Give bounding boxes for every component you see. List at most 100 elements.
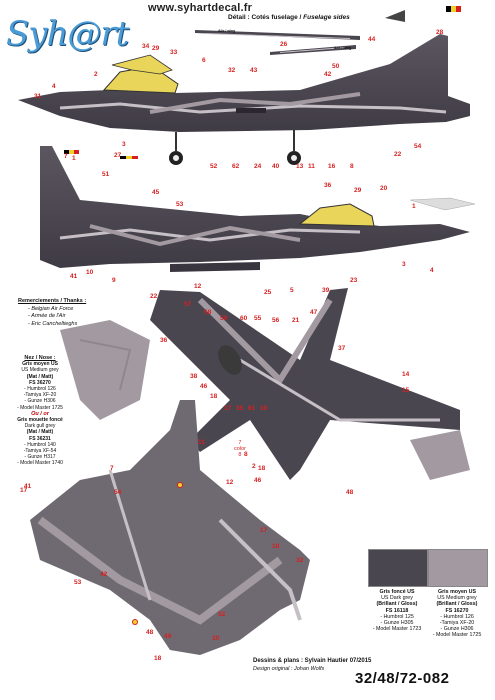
callout-number: 62 [232,163,240,170]
medium-grey-fs: FS 16270 [445,607,469,614]
thanks-item: - Eric Cancheltieghs [28,320,78,327]
medium-grey-ref: - Gunze H306 [440,626,474,633]
thanks-item: - Belgian Air Force [28,305,74,312]
nose-color2-en: Dark gull grey [24,423,56,430]
callout-number: 4 [52,83,56,90]
nose-color2-finish: (Mat / Matt) [26,429,54,436]
f16-nose-detail [60,320,150,420]
callout-number: 29 [152,45,160,52]
nose-color1-ref: -Tamiya XF-20 [23,392,57,399]
callout-number: 7 [110,465,114,472]
callout-number: 54 [114,489,122,496]
dark-grey-ref: - Model Master 1723 [372,626,422,633]
callout-number: 51 [102,171,110,178]
nose-color2-ref: - Gunze H317 [24,454,56,461]
f16-top-view-angled [150,288,470,480]
callout-number: 11 [308,163,315,170]
thanks-item: - Armée de l'Air [28,313,66,319]
callout-number: 37 [338,345,346,352]
callout-number: 33 [170,49,178,56]
callout-number: 41 [70,273,78,280]
nose-color1-ref: - Humbrol 126 [24,386,56,393]
or-label: Ou / or [31,410,49,417]
callout-number: 3 [402,261,406,268]
f16-side-view-top [18,34,470,165]
medium-grey-ref: - Humbrol 126 [440,613,474,620]
detail-title-fr: Détail : Cotés fuselage / [228,14,304,21]
callout-number: 12 [226,479,234,486]
callout-number: 28 [436,29,444,36]
nose-color2-fs: FS 36231 [29,435,51,442]
callout-number: 17 [20,487,28,494]
nose-color2-ref: - Humbrol 140 [24,441,56,448]
medium-grey-name: Gris moyen US [438,589,476,595]
f16-side-view-bottom [40,146,476,272]
medium-grey-swatch [428,549,488,587]
dark-grey-ref: - Gunze H305 [380,620,414,627]
medium-grey-finish: (Brillant / Gloss) [436,601,478,608]
callout-number: 26 [280,41,288,48]
callout-number: 55 [254,315,262,322]
callout-number: 60 [240,315,248,322]
design-credit: Design original : Johan Wolfs [253,666,325,672]
callout-number: 3 [122,141,126,148]
callout-number: 53 [176,201,184,208]
callout-number: 27 [114,152,122,159]
callout-number: 17 [224,405,232,412]
callout-number: 44 [368,36,376,43]
dark-grey-info: Gris foncé US US Dark grey (Brillant / G… [362,589,432,632]
callout-number: 40 [272,163,280,170]
callout-number: 39 [322,287,330,294]
callout-number: 31 [34,93,42,100]
callout-number: 10 [86,269,94,276]
thanks-title: Remerciements / Thanks : [18,298,87,304]
callout-number: 2 [94,71,98,78]
callout-number: 47 [310,309,318,316]
nose-color1-fs: FS 36270 [29,379,51,386]
dark-grey-name-en: US Dark grey [381,595,413,602]
detail-title-en: Fuselage sides [303,14,350,21]
wing-label-1: Aile / wing [218,29,236,33]
callout-number: 52 [210,163,218,170]
callout-number: 16 [328,163,336,170]
callout-number: 22 [394,151,402,158]
callout-number: 15 [402,387,410,394]
callout-number: 8 [244,451,248,458]
callout-number: 32 [228,67,236,74]
product-code: 32/48/72-082 [355,670,450,687]
callout-number: 42 [324,71,332,78]
callout-number: 52 [218,611,226,618]
callout-number: 49 [164,633,172,640]
callout-number: 32 [296,557,304,564]
dark-grey-swatch [368,549,428,587]
callout-number: 9 [112,277,116,284]
callout-number: 21 [292,317,300,324]
nose-title: Nez / Nose : [24,355,56,361]
thanks-block: Remerciements / Thanks : - Belgian Air F… [18,298,86,328]
callout-number: 53 [74,579,82,586]
callout-number: 1 [412,203,416,210]
wing-detail-strips [195,10,405,55]
callout-number: 13 [296,163,304,170]
medium-grey-name-en: US Medium grey [437,595,477,602]
f16-bottom-view [30,400,310,655]
nose-color-block: Nez / Nose : Gris moyen US US Medium gre… [14,355,66,467]
callout-number: 41 [24,483,32,490]
medium-grey-info: Gris moyen US US Medium grey (Brillant /… [422,589,492,639]
callout-number: 46 [254,477,262,484]
callout-number: 11 [198,439,205,446]
callout-number: 38 [190,373,198,380]
color-callout: 7 color 8 [234,440,246,458]
callout-number: 54 [414,143,422,150]
callout-number: 61 [248,405,256,412]
nose-color1-ref: - Model Master 1725 [17,404,63,411]
callout-number: 36 [160,337,168,344]
callout-number: 43 [250,67,258,74]
nose-color2-ref: -Tamiya XF-54 [23,448,57,455]
callout-number: 35 [236,405,244,412]
callout-number: 56 [272,317,280,324]
dark-grey-finish: (Brillant / Gloss) [376,601,418,608]
callout-number: 59 [220,315,228,322]
medium-grey-ref: -Tamiya XF-20 [439,620,475,627]
